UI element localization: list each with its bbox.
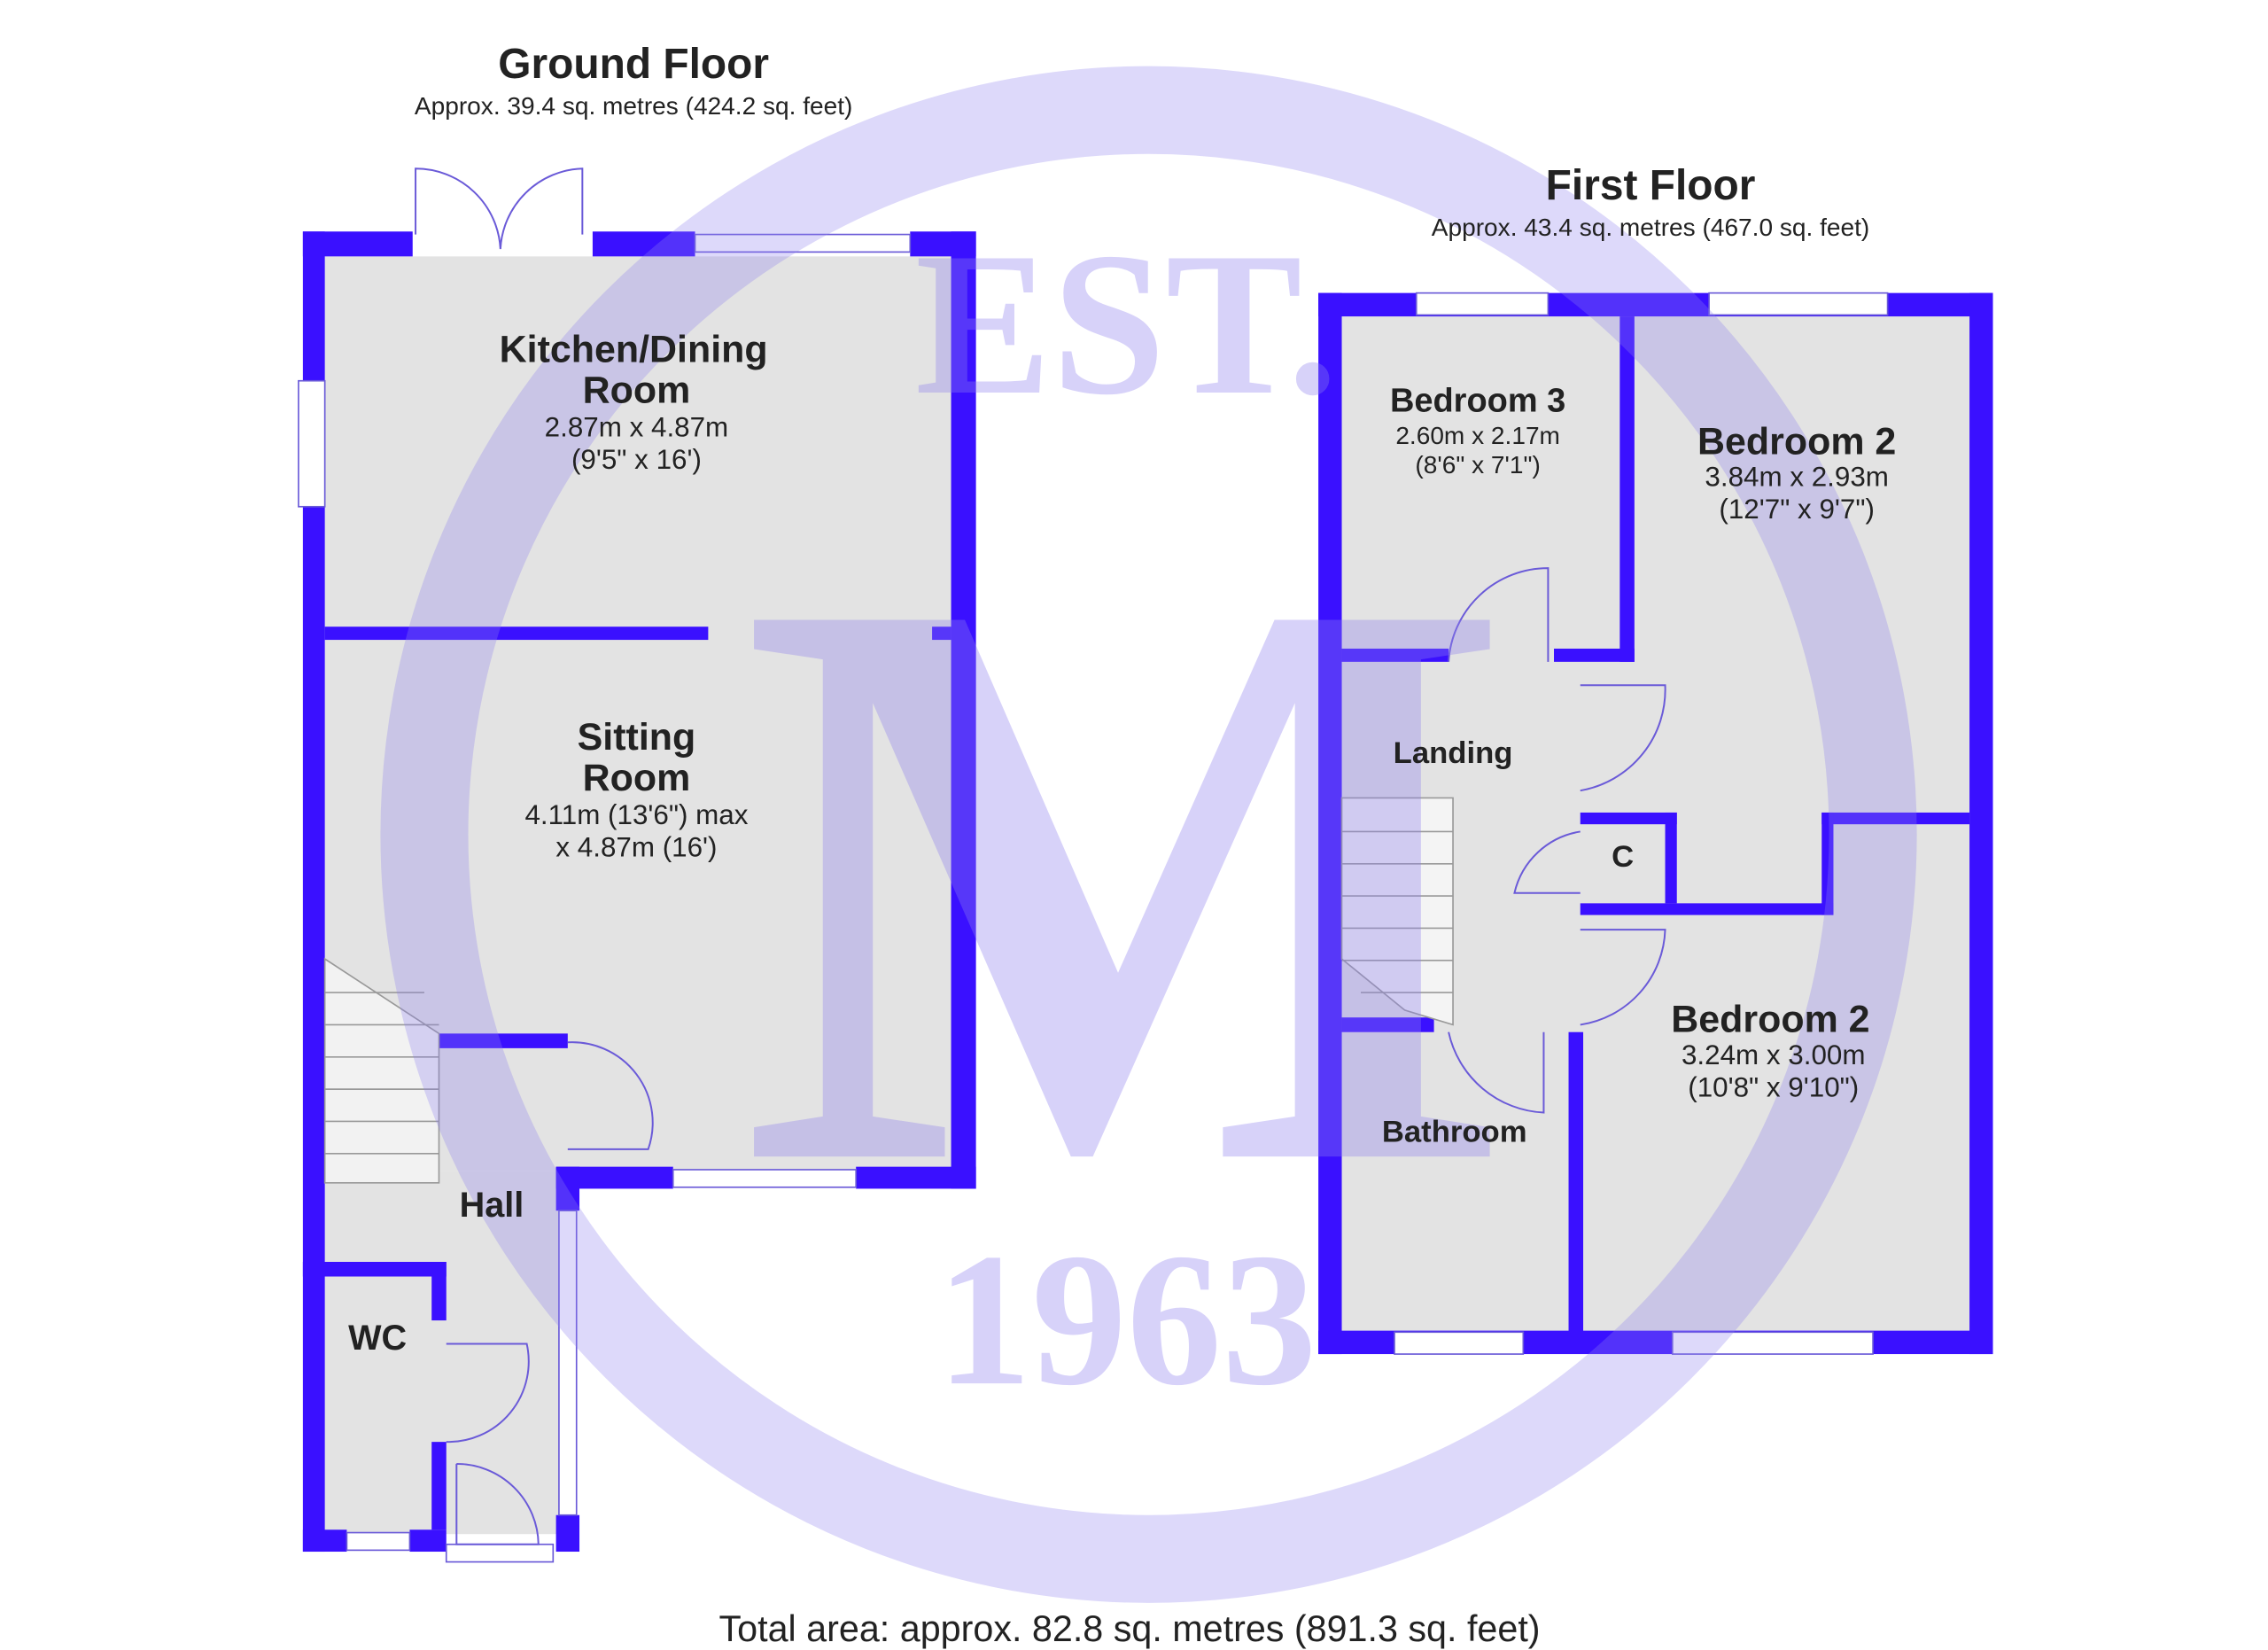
first-floor-area: Approx. 43.4 sq. metres (467.0 sq. feet) xyxy=(1432,214,1869,241)
total-area: Total area: approx. 82.8 sq. metres (891… xyxy=(719,1608,1541,1649)
ground-floor-plan xyxy=(298,167,976,1563)
room-dimensions: 3.84m x 2.93m xyxy=(1705,462,1889,493)
room-dimensions-imperial: (9'5" x 16') xyxy=(571,444,702,475)
room-name: Hall xyxy=(460,1186,524,1225)
first-floor-title: First Floor xyxy=(1546,162,1756,209)
room-dimensions-imperial: x 4.87m (16') xyxy=(555,832,717,863)
room-name: WC xyxy=(348,1319,407,1358)
watermark-logo: EST. M 1963 xyxy=(380,66,1917,1603)
room-dimensions: 2.87m x 4.87m xyxy=(545,411,729,442)
svg-text:1963: 1963 xyxy=(936,1215,1317,1425)
room-name: Bedroom 2 xyxy=(1697,420,1896,463)
ground-floor-title: Ground Floor xyxy=(498,41,769,88)
room-name: Room xyxy=(583,757,691,799)
room-name: C xyxy=(1612,840,1634,874)
room-dimensions-imperial: (10'8" x 9'10") xyxy=(1688,1071,1859,1102)
svg-text:M: M xyxy=(740,427,1513,1335)
room-name: Kitchen/Dining xyxy=(500,328,768,370)
room-dimensions: 2.60m x 2.17m xyxy=(1395,422,1560,449)
room-dimensions-imperial: (12'7" x 9'7") xyxy=(1719,494,1875,525)
staircase xyxy=(1340,797,1454,1026)
first-floor-plan xyxy=(1318,292,1993,1355)
room-dimensions-imperial: (8'6" x 7'1") xyxy=(1415,451,1540,479)
room-dimensions: 4.11m (13'6") max xyxy=(524,799,748,830)
room-name: Room xyxy=(583,370,691,412)
svg-text:EST.: EST. xyxy=(915,211,1339,438)
ground-floor-area: Approx. 39.4 sq. metres (424.2 sq. feet) xyxy=(415,92,852,120)
room-name: Bedroom 3 xyxy=(1390,382,1565,419)
staircase xyxy=(323,957,440,1184)
room-name: Bathroom xyxy=(1382,1116,1527,1149)
room-name: Landing xyxy=(1394,736,1513,770)
room-name: Bedroom 2 xyxy=(1671,999,1869,1041)
room-name: Sitting xyxy=(578,716,696,759)
room-dimensions: 3.24m x 3.00m xyxy=(1682,1039,1866,1070)
